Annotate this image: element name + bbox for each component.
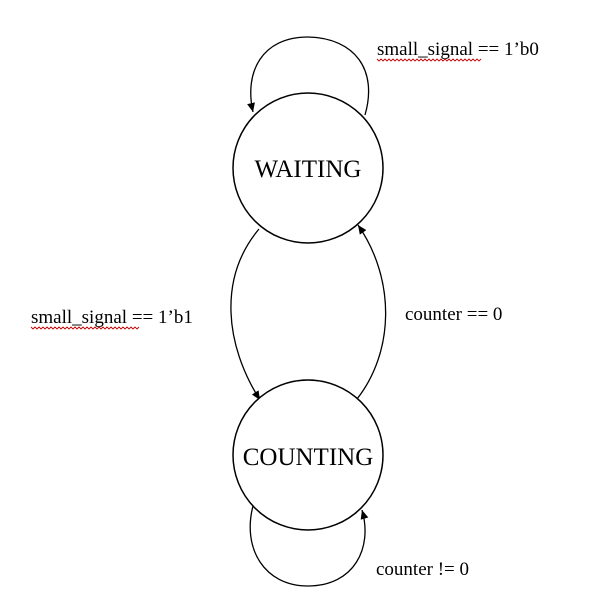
counting-state-label: COUNTING — [243, 444, 374, 471]
waiting-state-label: WAITING — [255, 156, 362, 183]
waiting-self-loop-label-signal: small_signal — [377, 39, 473, 60]
counting-self-loop-label: counter != 0 — [376, 559, 469, 580]
waiting-to-counting-spellcheck-underline — [30, 326, 140, 330]
waiting-self-loop-spellcheck-underline — [376, 58, 482, 62]
waiting-self-loop-label: small_signal == 1’b0 — [377, 39, 539, 60]
counting-to-waiting-label: counter == 0 — [405, 304, 502, 325]
waiting-to-counting-label-condition: == 1’b1 — [127, 307, 193, 328]
counting-to-waiting-arrow — [356, 224, 387, 400]
waiting-to-counting-label-signal: small_signal — [31, 307, 127, 328]
waiting-self-loop-label-condition: == 1’b0 — [473, 39, 539, 60]
waiting-to-counting-arrow — [230, 228, 261, 401]
waiting-state-circle — [232, 92, 384, 244]
waiting-to-counting-label: small_signal == 1’b1 — [31, 307, 193, 328]
counting-self-loop-arrow — [249, 505, 369, 587]
waiting-self-loop-arrow — [247, 36, 370, 116]
counting-state-circle — [232, 379, 384, 531]
